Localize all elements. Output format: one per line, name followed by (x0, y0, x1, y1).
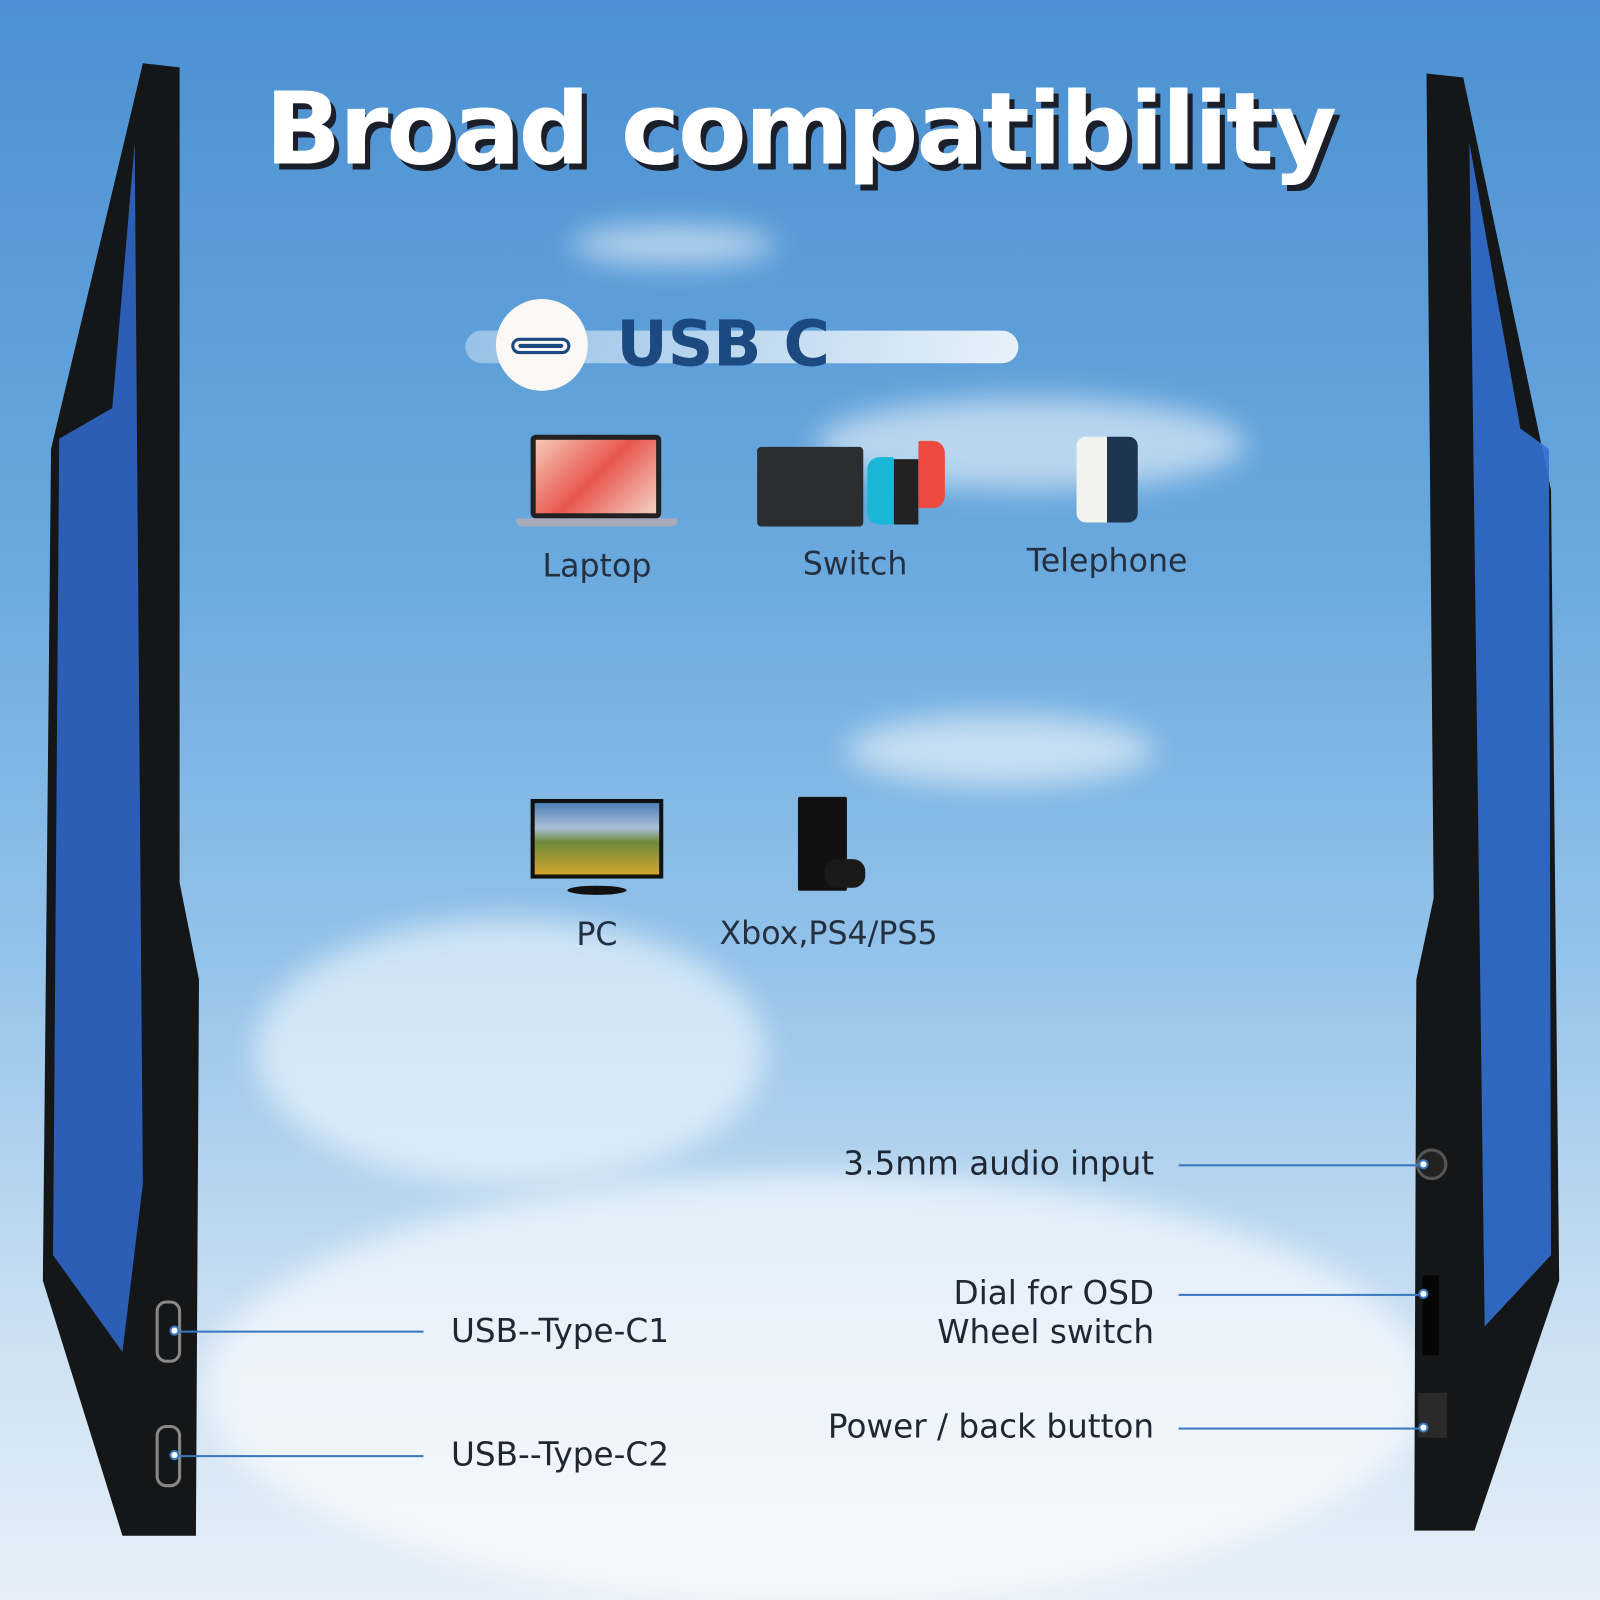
callout-line (1178, 1427, 1424, 1430)
left-monitor-screen (53, 142, 143, 1353)
device-label-laptop: Laptop (542, 547, 652, 585)
callout-dot (169, 1449, 180, 1461)
monitor-stand (567, 885, 627, 895)
usb-c-icon (511, 337, 571, 355)
port-label-usb-c2: USB--Type-C2 (451, 1434, 669, 1474)
joycon-red (918, 440, 945, 509)
controller-icon (824, 859, 866, 888)
laptop-icon (530, 434, 662, 519)
port-label-usb-c1: USB--Type-C1 (451, 1311, 669, 1350)
callout-line (178, 1330, 424, 1333)
callout-dot (169, 1325, 180, 1336)
callout-dot (1418, 1159, 1429, 1170)
joycon-blue (867, 457, 894, 525)
game-console-icon (757, 446, 864, 527)
page-title: Broad compatibility (264, 71, 1337, 188)
device-label-telephone: Telephone (1026, 542, 1188, 580)
port-label-power: Power / back button (827, 1407, 1155, 1446)
callout-line (1178, 1164, 1424, 1167)
monitor-icon (530, 798, 664, 879)
port-label-osd-dial: Dial for OSD Wheel switch (937, 1273, 1154, 1351)
laptop-base (516, 518, 678, 527)
cloud (846, 714, 1154, 786)
callout-line (178, 1455, 424, 1458)
osd-dial-line1: Dial for OSD (953, 1273, 1155, 1313)
device-label-switch: Switch (802, 545, 908, 583)
cloud (204, 1173, 1429, 1600)
callout-dot (1418, 1422, 1429, 1433)
callout-dot (1418, 1288, 1429, 1299)
usb-c-label: USB C (616, 306, 830, 381)
cloud (255, 918, 766, 1184)
switch-screen (893, 459, 919, 525)
device-label-pc: PC (576, 916, 618, 954)
smartphone-icon (1076, 436, 1138, 523)
callout-line (1178, 1293, 1424, 1296)
port-label-audio: 3.5mm audio input (843, 1143, 1155, 1183)
right-monitor-screen (1469, 142, 1552, 1327)
osd-dial-line2: Wheel switch (937, 1312, 1155, 1352)
cloud (571, 224, 776, 266)
device-label-consoles: Xbox,PS4/PS5 (719, 915, 938, 953)
osd-dial (1422, 1275, 1439, 1356)
audio-jack (1415, 1148, 1448, 1181)
